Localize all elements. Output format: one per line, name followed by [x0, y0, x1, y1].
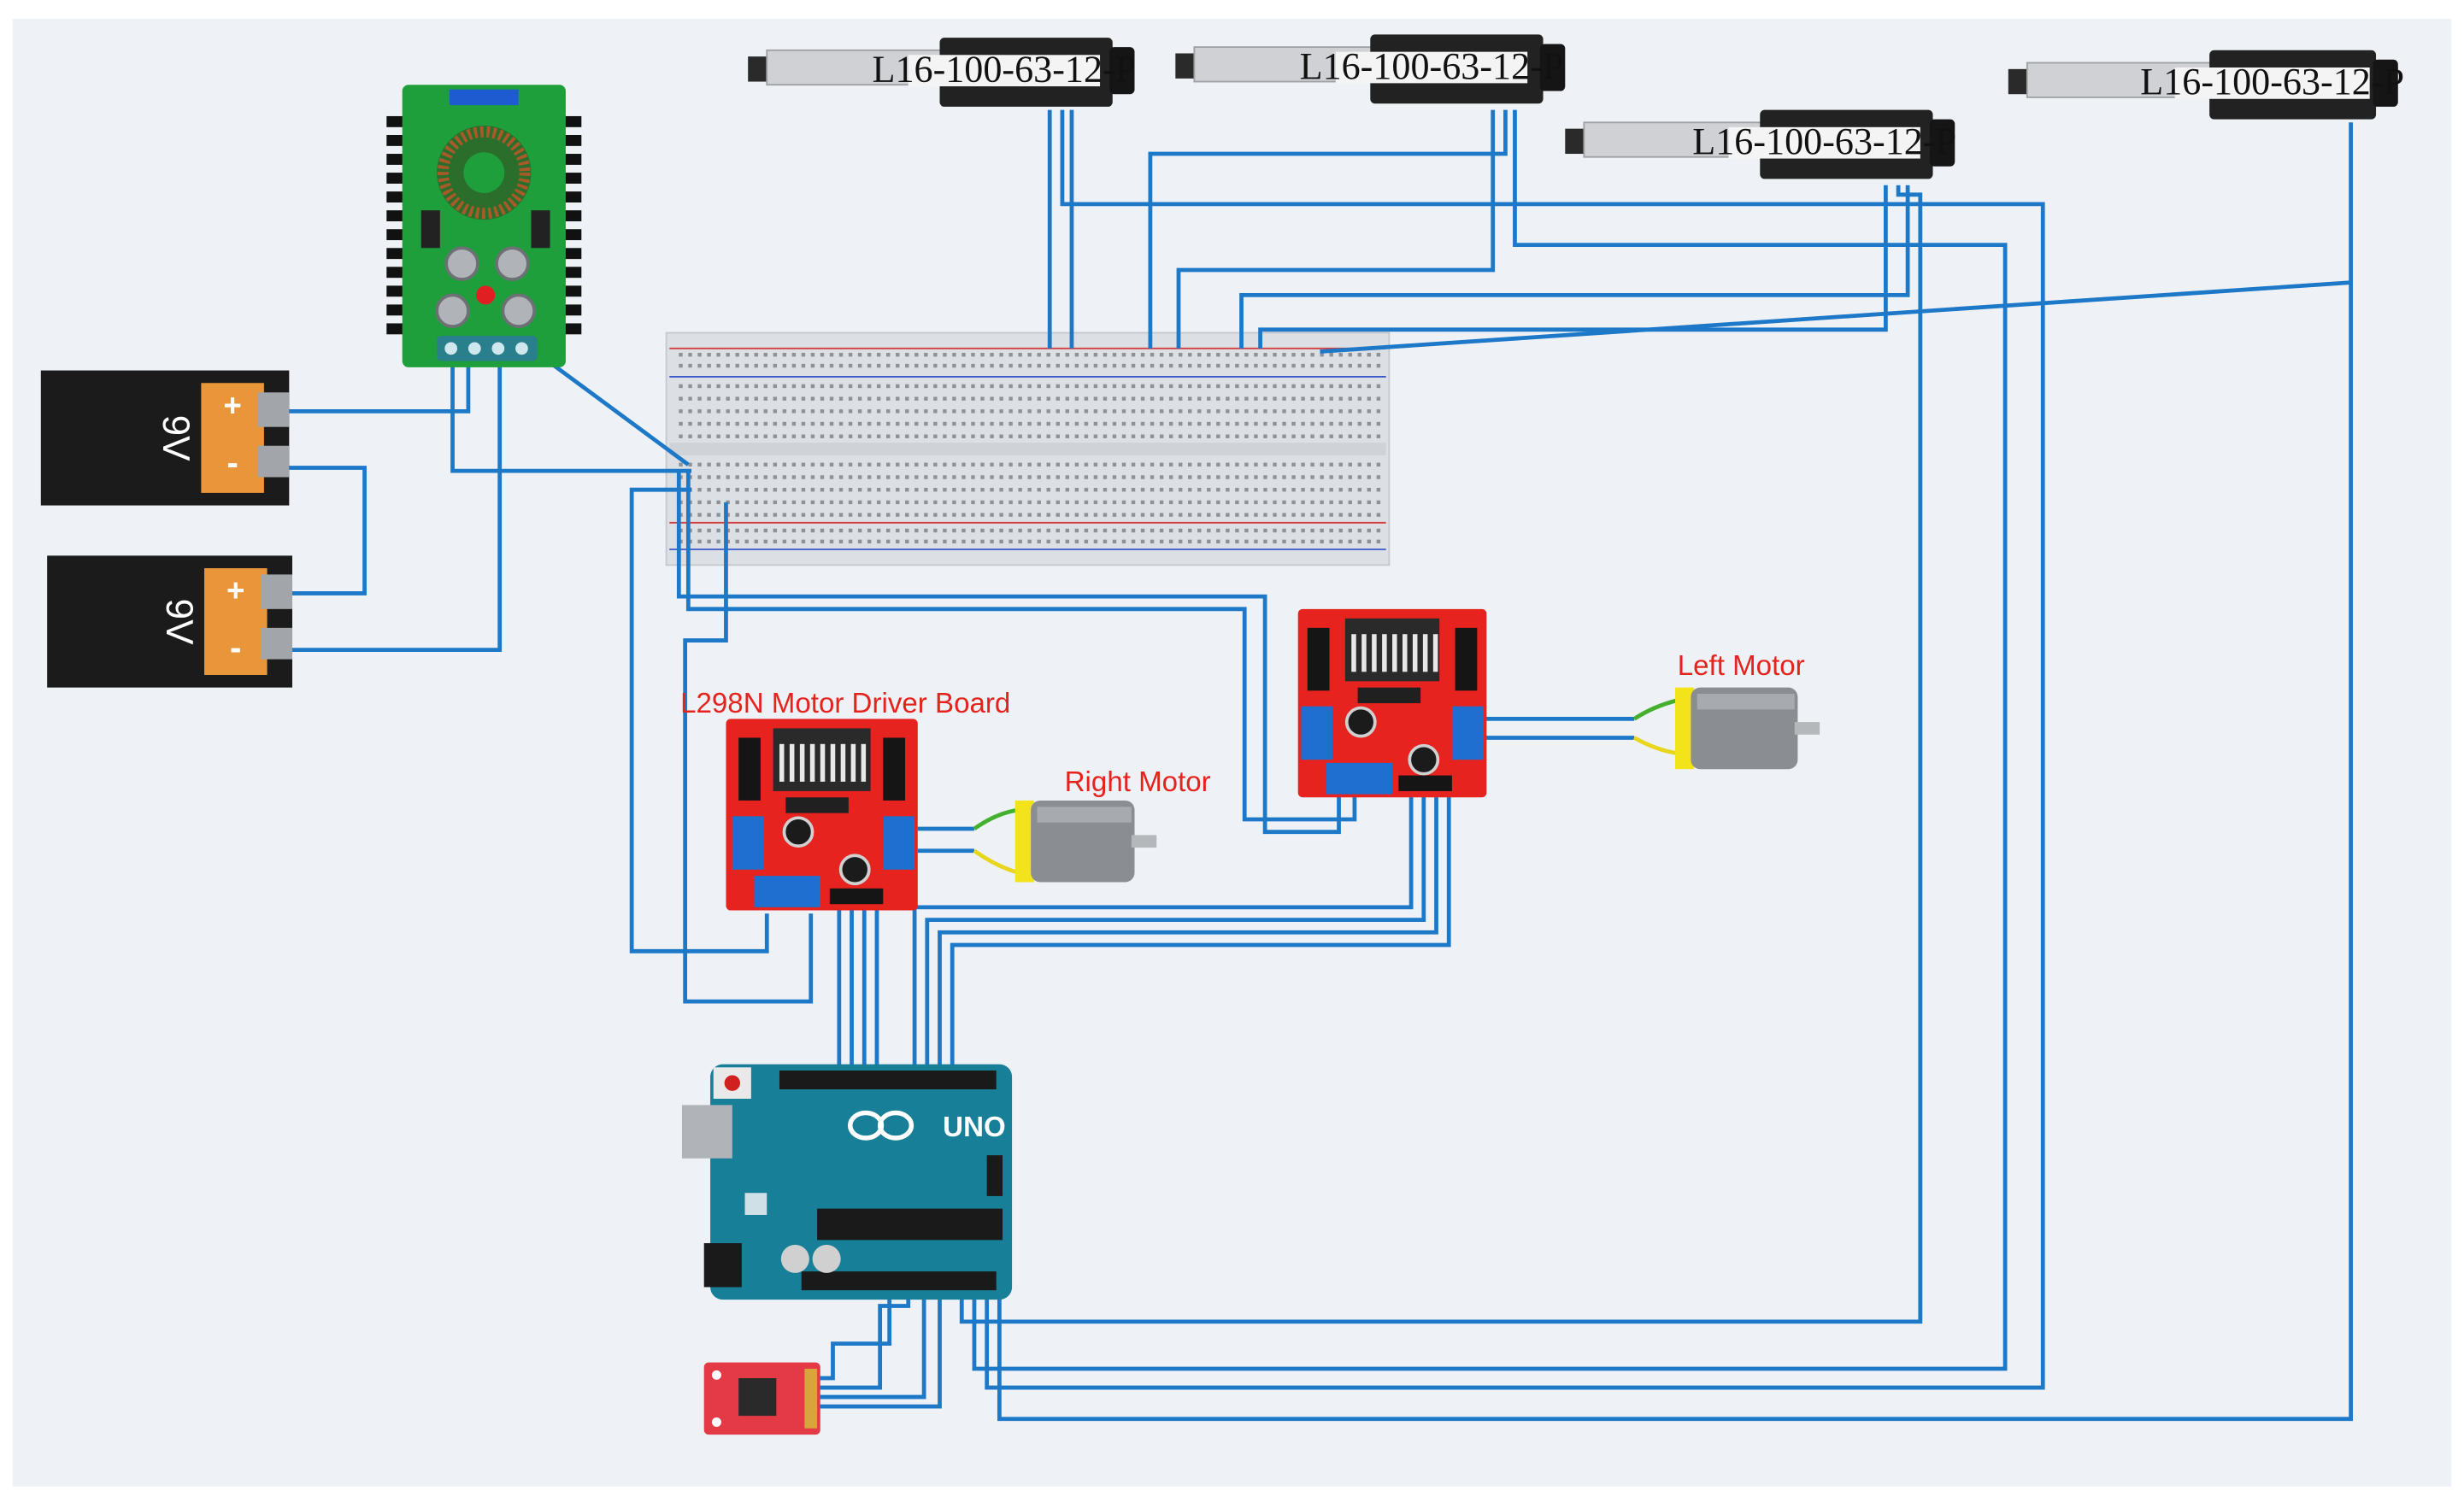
- motor-driver-left: [726, 719, 918, 911]
- battery-1-plus: +: [223, 388, 241, 423]
- right-motor-label: Right Motor: [1065, 766, 1211, 798]
- motor-leads: [973, 698, 1679, 875]
- battery-2: + - 9V: [47, 555, 292, 688]
- actuator-3-label: L16-100-63-12-P: [1692, 120, 1956, 162]
- battery-1-label: 9V: [155, 415, 197, 462]
- buck-converter: [386, 85, 582, 367]
- actuator-4-label: L16-100-63-12-P: [2140, 61, 2404, 103]
- actuator-2: L16-100-63-12-P: [1175, 34, 1566, 104]
- actuator-4: L16-100-63-12-P: [2008, 50, 2404, 120]
- sensor-module: [703, 1362, 820, 1435]
- actuator-1-label: L16-100-63-12-P: [873, 49, 1137, 91]
- driver-left-label: L298N Motor Driver Board: [680, 688, 1010, 719]
- breadboard-holes: [679, 352, 1381, 544]
- wiring: [282, 109, 2354, 1422]
- left-motor: [1674, 687, 1820, 770]
- actuator-3: L16-100-63-12-P: [1565, 109, 1956, 179]
- motor-driver-right: [1297, 608, 1487, 798]
- right-motor: [1014, 800, 1157, 883]
- battery-1-minus: -: [226, 443, 238, 482]
- arduino-infinity-icon: [847, 1110, 914, 1141]
- actuator-2-label: L16-100-63-12-P: [1300, 45, 1564, 87]
- breadboard: [665, 332, 1391, 566]
- battery-2-label: 9V: [158, 599, 200, 646]
- arduino-logo-text: UNO: [943, 1112, 1006, 1143]
- battery-2-plus: +: [226, 573, 244, 608]
- actuator-1: L16-100-63-12-P: [748, 38, 1136, 107]
- left-motor-label: Left Motor: [1678, 650, 1805, 682]
- battery-2-minus: -: [230, 628, 241, 667]
- arduino-uno: UNO: [681, 1064, 1013, 1300]
- battery-1: + - 9V: [40, 370, 290, 506]
- canvas-area: [12, 19, 2452, 1487]
